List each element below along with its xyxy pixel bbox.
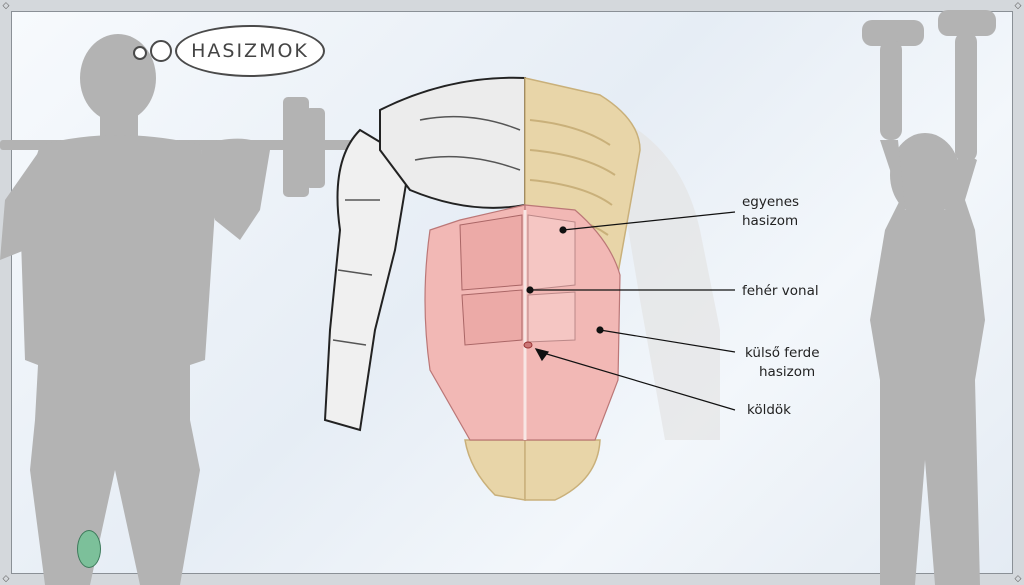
title-bubble: HASIZMOK — [175, 25, 325, 77]
label-line: külső ferde — [745, 345, 820, 361]
label-rectus-abdominis: egyenes hasizom — [742, 193, 799, 231]
corner-ornament-icon: ◇ — [1014, 574, 1022, 584]
leader-lines — [526, 211, 736, 411]
corner-ornament-icon: ◇ — [2, 1, 10, 11]
corner-ornament-icon: ◇ — [2, 574, 10, 584]
label-external-oblique: külső ferde hasizom — [745, 344, 820, 382]
inner-border — [11, 11, 1013, 574]
page-title: HASIZMOK — [191, 40, 309, 62]
label-navel: köldök — [747, 402, 791, 418]
torso-anatomy — [323, 76, 720, 501]
thought-bubble-dot — [150, 40, 172, 62]
logo-icon — [77, 530, 101, 568]
label-linea-alba: fehér vonal — [742, 283, 819, 299]
woman-dumbbell-silhouette — [862, 10, 996, 585]
label-line: hasizom — [742, 213, 799, 229]
label-line: egyenes — [742, 194, 800, 210]
thought-bubble-dot — [133, 46, 147, 60]
corner-ornament-icon: ◇ — [1014, 1, 1022, 11]
man-barbell-silhouette — [0, 34, 380, 585]
label-line: hasizom — [759, 364, 816, 380]
